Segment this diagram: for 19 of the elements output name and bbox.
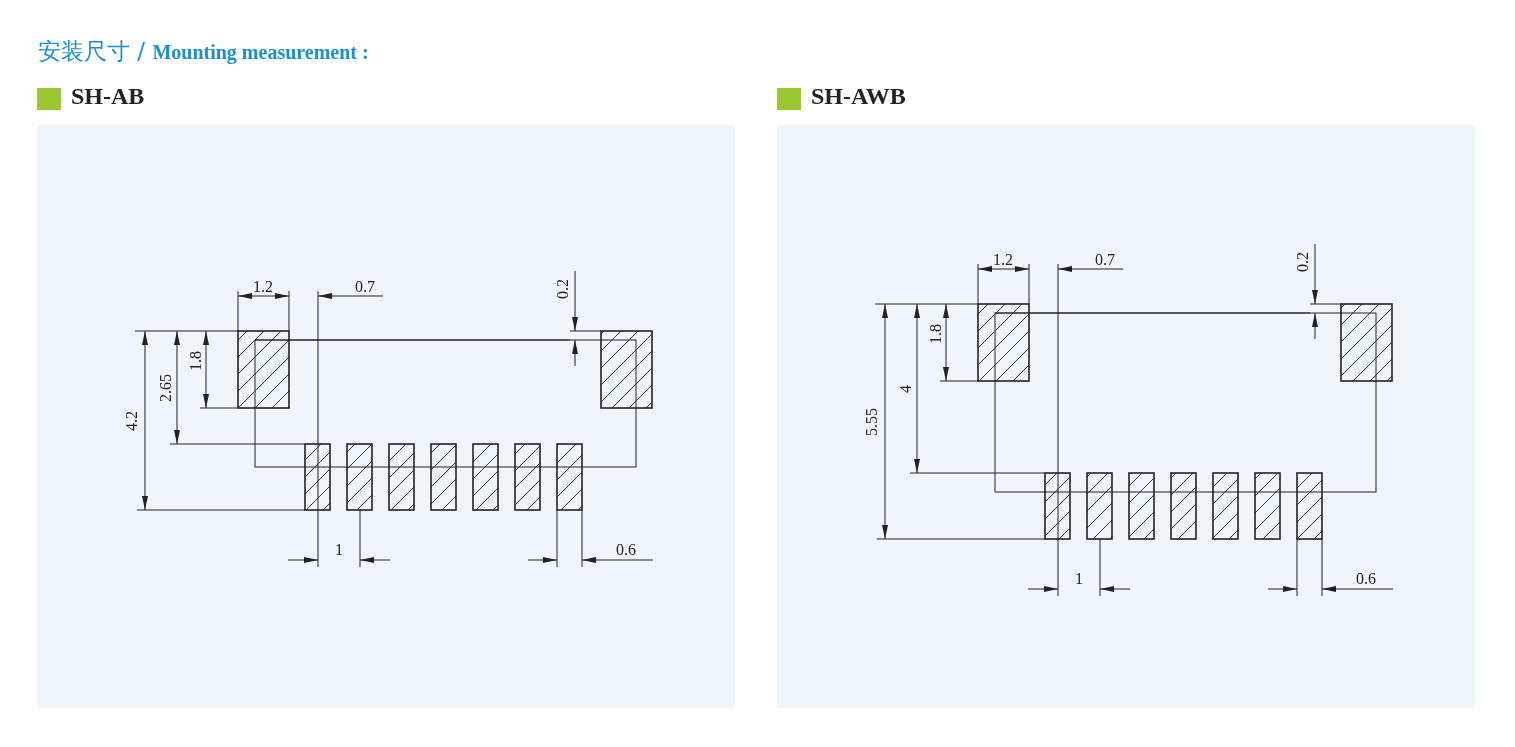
dimension-label: 0.2 [555, 279, 571, 299]
dimension-label: 0.7 [1095, 252, 1115, 268]
page-title: 安装尺寸 / Mounting measurement : [38, 37, 369, 66]
section-heading: SH-AB [71, 83, 145, 110]
dimension-label: 1.2 [253, 279, 273, 295]
dimension-label: 1.8 [928, 324, 944, 344]
dimension-label: 4.2 [124, 410, 140, 431]
dimension-label: 0.2 [1295, 252, 1311, 272]
dimension-label: 1.2 [993, 252, 1013, 268]
dimension-label: 1.8 [188, 351, 204, 371]
dimension-label: 0.6 [616, 542, 636, 558]
dimension-label: 0.6 [1356, 571, 1376, 587]
section-heading: SH-AWB [811, 83, 906, 110]
dimension-label: 0.7 [355, 279, 375, 295]
dimension-label: 2.65 [158, 373, 174, 402]
dimension-label: 4 [898, 384, 914, 393]
dimension-label: 1 [335, 542, 343, 558]
dimension-label: 5.55 [864, 407, 880, 436]
dimension-label: 1 [1075, 571, 1083, 587]
